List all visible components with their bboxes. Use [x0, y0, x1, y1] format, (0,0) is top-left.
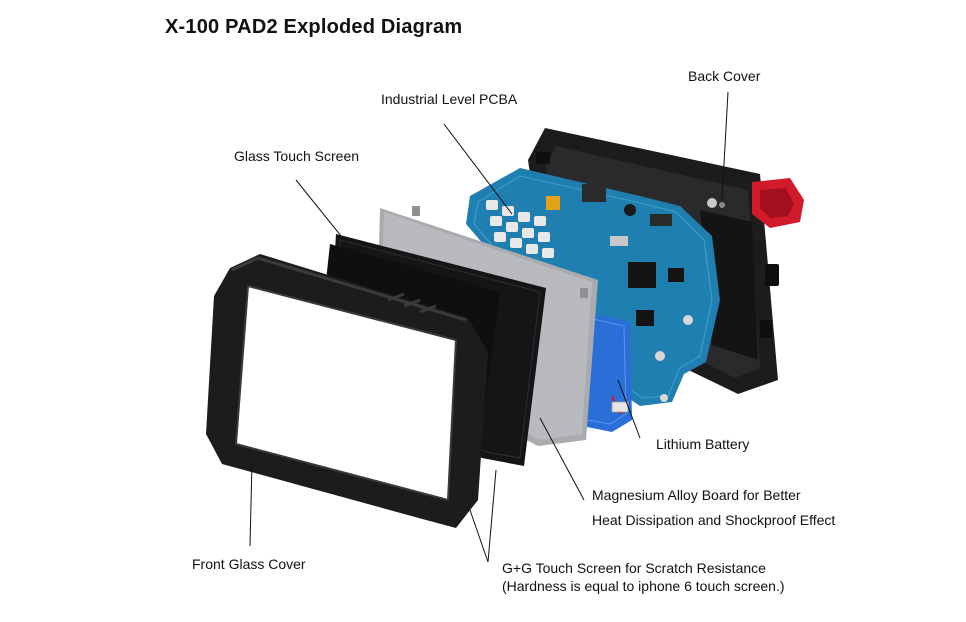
pcb-button-pads: [486, 200, 554, 258]
label-back-cover: Back Cover: [688, 68, 761, 84]
label-magnesium-alloy-line1: Magnesium Alloy Board for Better: [592, 487, 801, 503]
label-front-glass-cover: Front Glass Cover: [192, 556, 306, 572]
label-magnesium-alloy-line2: Heat Dissipation and Shockproof Effect: [592, 512, 836, 528]
label-gg-touch-screen-line1: G+G Touch Screen for Scratch Resistance: [502, 560, 766, 576]
label-glass-touch-screen: Glass Touch Screen: [234, 148, 360, 164]
label-pcba: Industrial Level PCBA: [381, 91, 518, 107]
label-lithium-battery: Lithium Battery: [656, 436, 750, 452]
front-glass-cover: [206, 254, 488, 528]
label-gg-touch-screen-line2: (Hardness is equal to iphone 6 touch scr…: [502, 578, 785, 594]
leader-lines: [249, 91, 729, 563]
diagram-title: X-100 PAD2 Exploded Diagram: [165, 16, 463, 38]
